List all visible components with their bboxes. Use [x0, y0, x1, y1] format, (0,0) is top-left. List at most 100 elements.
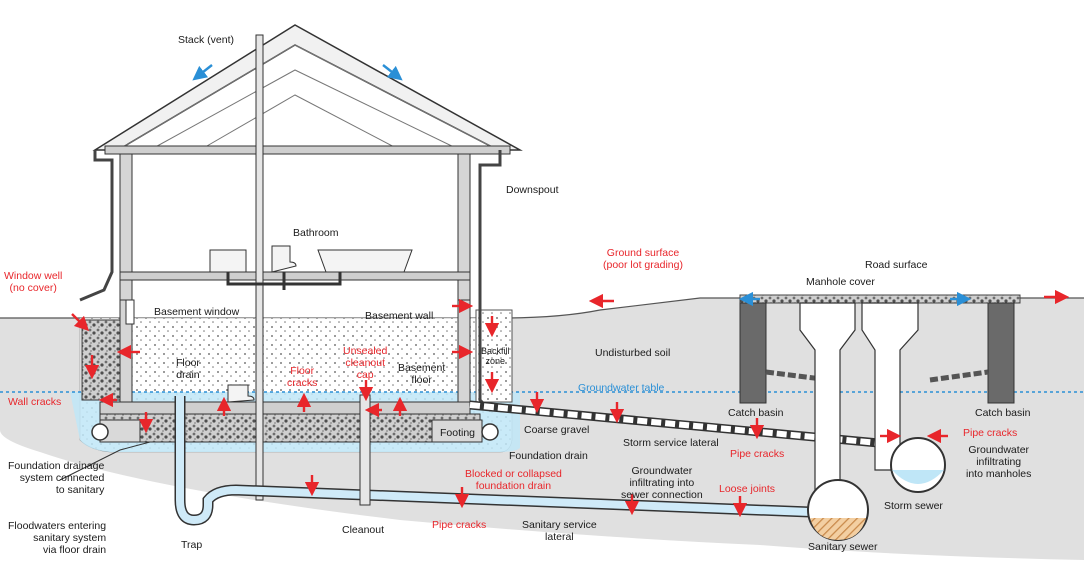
foundation-drainage-system-label-line: Foundation drainage [8, 460, 105, 472]
window-well-label-line: Window well [4, 270, 63, 282]
window-well-label: Window well (no cover) [4, 270, 62, 294]
foundation-drain-label: Foundation drain [509, 450, 588, 462]
right-foundation-drain [481, 423, 499, 441]
inflow-arrows [71, 289, 1070, 518]
floor-cracks-label: Floor cracks [287, 365, 317, 389]
catch-basin-left-label: Catch basin [728, 407, 784, 419]
ground-surface-label-line: (poor lot grading) [603, 259, 683, 271]
basement-window-label: Basement window [154, 306, 240, 318]
foundation-drainage-system-label: Foundation drainage system connected to … [8, 460, 104, 496]
basement-window [125, 299, 135, 325]
catch-basin-pipes [765, 369, 989, 383]
road-surface-label: Road surface [865, 259, 928, 271]
bathroom-label: Bathroom [293, 227, 339, 239]
floor-cracks-label-line: cracks [287, 377, 318, 389]
basement-wall-label: Basement wall [365, 310, 434, 322]
stack-vent-label: Stack (vent) [178, 34, 235, 46]
toilet [271, 245, 297, 273]
floor-cracks-label-line: Floor [290, 365, 315, 377]
window-well-label-line: (no cover) [9, 282, 57, 294]
sanitary-service-lateral-label-line: Sanitary service [522, 519, 597, 531]
bathroom-drain-pipes [226, 272, 342, 290]
storm-sewer-water [892, 470, 944, 484]
catch-basin-right-label: Catch basin [975, 407, 1031, 419]
flow-direction-icon [382, 64, 403, 81]
coarse-gravel-label: Coarse gravel [524, 424, 590, 436]
groundwater-manholes-label-line: Groundwater [968, 444, 1030, 456]
roof [92, 24, 523, 151]
loose-joints-label: Loose joints [719, 483, 776, 495]
storm-service-lateral-label: Storm service lateral [623, 437, 719, 449]
stack-vent [255, 34, 264, 501]
basement-toilet [227, 384, 255, 403]
groundwater-table-label: Groundwater table [578, 382, 665, 394]
inflow-arrow-icon [71, 313, 90, 332]
sanitary-service-lateral-label: Sanitary service lateral [522, 519, 597, 543]
backfill-zone-label-line: zone [485, 356, 506, 366]
blocked-drain-label: Blocked or collapsed foundation drain [465, 468, 562, 492]
under-slab-gravel [99, 413, 481, 443]
blocked-drain-label-line: Blocked or collapsed [465, 468, 562, 480]
storm-sewer-label: Storm sewer [884, 500, 943, 512]
flow-direction-icon [192, 64, 213, 81]
left-foundation-drain [91, 423, 109, 441]
foundation-drainage-system-label-line: system connected [19, 472, 105, 484]
blocked-drain-label-line: foundation drain [475, 480, 552, 492]
roof-trusses [117, 44, 499, 151]
main-floor [119, 271, 471, 281]
floor-drain-pipe-fill [176, 396, 811, 525]
footing-label: Footing [440, 427, 476, 439]
cleanout-label: Cleanout [342, 524, 385, 536]
basement-floor-slab [99, 401, 471, 415]
groundwater-sewer-label-line: sewer connection [621, 489, 703, 501]
attic-floor [104, 145, 511, 155]
floor-drain-label-line: Floor [176, 357, 200, 369]
window-well [81, 319, 121, 401]
unsealed-cleanout-cap-label-line: cleanout [345, 357, 386, 369]
floodwaters-label-line: sanitary system [33, 532, 107, 544]
sink [209, 249, 247, 273]
unsealed-cleanout-cap-label-line: Unsealed [343, 345, 388, 357]
backfill-zone-label: Backfill zone [481, 346, 510, 366]
groundwater-sewer-label: Groundwater infiltrating into sewer conn… [621, 465, 703, 501]
flow-arrows [192, 64, 972, 307]
groundwater-sewer-label-line: infiltrating into [629, 477, 695, 489]
ground-surface-label: Ground surface (poor lot grading) [603, 247, 683, 271]
catch-basin-left [739, 302, 767, 404]
floor-drain-label-line: drain [176, 369, 200, 381]
unsealed-cleanout-cap-label: Unsealed cleanout cap [343, 345, 387, 381]
cleanout-pipe [359, 394, 371, 506]
left-downspout [79, 150, 114, 302]
sanitary-sewer-flow [810, 518, 866, 540]
trap-label: Trap [181, 539, 203, 551]
groundwater-manholes-label: Groundwater infiltrating into manholes [966, 444, 1031, 480]
bathtub [317, 249, 413, 273]
floodwaters-label-line: via floor drain [43, 544, 107, 556]
ground-surface-line [0, 297, 1084, 319]
floor-drain-label: Floor drain [176, 357, 200, 381]
sanitary-service-lateral-label-line: lateral [545, 531, 574, 543]
basement-floor-label-line: floor [411, 374, 432, 386]
downspout-label: Downspout [506, 184, 559, 196]
road-surface [739, 294, 1021, 304]
catch-basin-right [987, 302, 1015, 404]
basement-floor-label-line: Basement [398, 362, 446, 374]
pipe-cracks-low-label: Pipe cracks [432, 519, 487, 531]
ground-surface-label-line: Ground surface [606, 247, 680, 259]
groundwater-sewer-label-line: Groundwater [631, 465, 693, 477]
pipe-cracks-mid-label: Pipe cracks [730, 448, 785, 460]
floodwaters-label-line: Floodwaters entering [8, 520, 107, 532]
groundwater-manholes-label-line: infiltrating [976, 456, 1022, 468]
unsealed-cleanout-cap-label-line: cap [356, 369, 374, 381]
foundation-drainage-system-label-line: to sanitary [55, 484, 105, 496]
wall-cracks-label: Wall cracks [8, 396, 62, 408]
foundation-drainage-pipe [59, 441, 151, 481]
undisturbed-soil-label: Undisturbed soil [595, 347, 671, 359]
pipe-cracks-right-label: Pipe cracks [963, 427, 1018, 439]
floodwaters-label: Floodwaters entering sanitary system via… [8, 520, 106, 556]
sanitary-sewer-label: Sanitary sewer [808, 541, 878, 553]
manhole-cover-label: Manhole cover [806, 276, 875, 288]
backfill-zone-label-line: Backfill [481, 346, 510, 356]
